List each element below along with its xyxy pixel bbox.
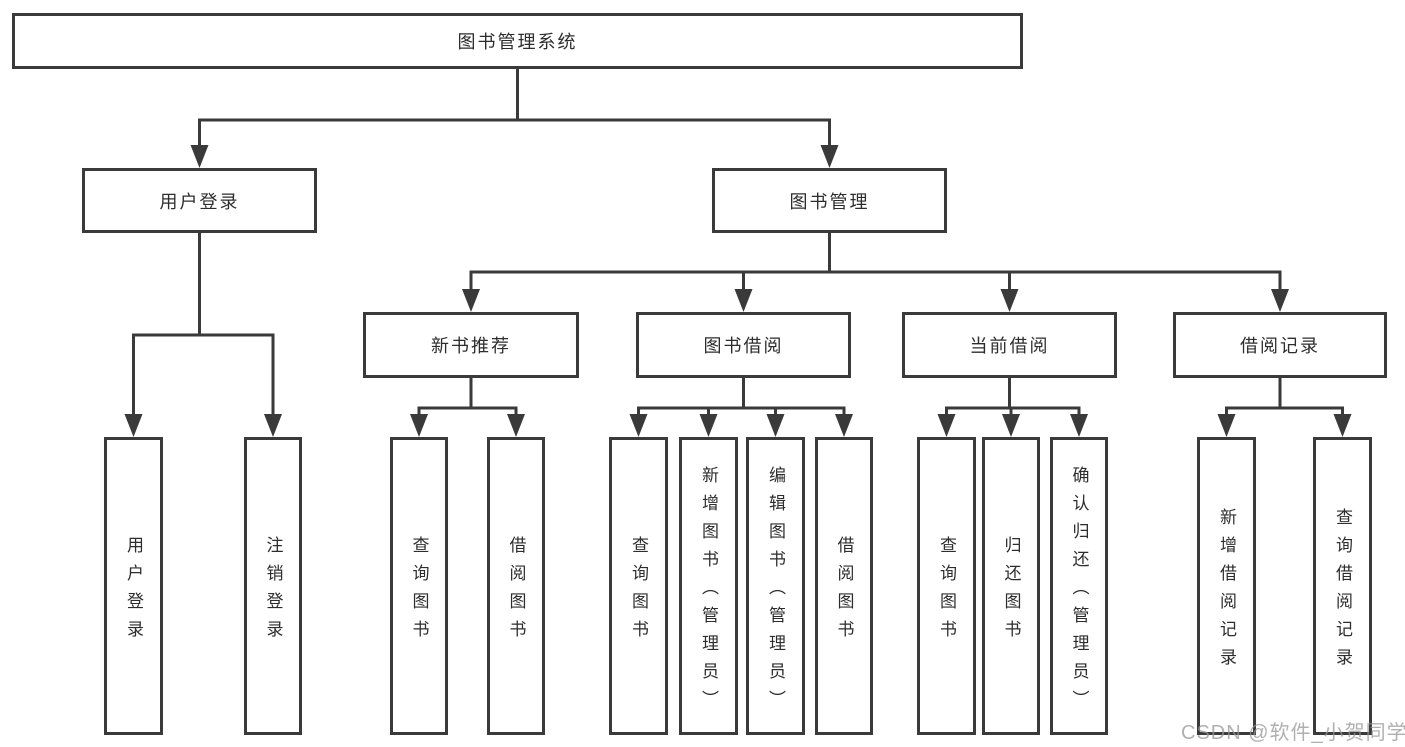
node-label: 用户登录 [124, 535, 143, 648]
node-user-login: 用户登录 [82, 168, 317, 233]
node-leaf-add-borrow-record: 新增借阅记录 [1197, 437, 1256, 735]
node-label: 归还图书 [1001, 535, 1021, 648]
node-label: 编辑图书（管理员） [766, 465, 785, 718]
arrowheads [124, 145, 1352, 437]
arrowhead [124, 414, 143, 437]
node-label: 图书管理 [789, 191, 870, 212]
node-book-borrowing: 图书借阅 [636, 312, 851, 378]
node-current-borrowing: 当前借阅 [902, 312, 1117, 378]
arrowhead [766, 414, 785, 437]
arrowhead [1217, 414, 1236, 437]
connector-path [132, 67, 1344, 416]
node-label: 借阅记录 [1240, 336, 1320, 356]
node-leaf-return-book: 归还图书 [982, 437, 1040, 735]
node-borrowing-records: 借阅记录 [1173, 312, 1387, 378]
arrowhead [820, 145, 839, 168]
arrowhead [1002, 414, 1020, 437]
arrowhead [190, 145, 209, 168]
arrowhead [734, 289, 753, 312]
node-label: 查询图书 [629, 535, 648, 648]
node-new-book-recommendation: 新书推荐 [363, 312, 579, 378]
node-label: 新增借阅记录 [1217, 507, 1236, 676]
csdn-watermark: CSDN @软件_小贺同学 [1181, 722, 1405, 744]
node-label: 查询图书 [937, 535, 956, 648]
node-label: 注销登录 [263, 535, 283, 648]
arrowhead [1271, 289, 1289, 312]
node-label: 借阅图书 [506, 535, 526, 648]
node-label: 新书推荐 [431, 336, 511, 356]
arrowhead [410, 414, 428, 437]
arrowhead [835, 414, 853, 437]
node-leaf-logout: 注销登录 [244, 437, 302, 735]
node-leaf-add-book-admin: 新增图书（管理员） [679, 437, 738, 735]
node-leaf-query-borrow-record: 查询借阅记录 [1313, 437, 1372, 735]
node-label: 新增图书（管理员） [699, 465, 718, 718]
node-label: 借阅图书 [834, 535, 854, 648]
arrowhead [629, 414, 648, 437]
node-label: 当前借阅 [969, 336, 1050, 356]
node-leaf-query-books-current: 查询图书 [917, 437, 976, 735]
node-leaf-confirm-return-admin: 确认归还（管理员） [1050, 437, 1108, 735]
node-label: 确认归还（管理员） [1069, 465, 1089, 718]
node-leaf-borrow-books-borrow: 借阅图书 [815, 437, 873, 735]
node-book-management: 图书管理 [712, 168, 947, 233]
node-label: 查询图书 [409, 535, 429, 648]
node-leaf-query-books-recommend: 查询图书 [390, 437, 448, 735]
arrowhead [1000, 289, 1019, 312]
arrowhead [507, 414, 525, 437]
node-label: 图书借阅 [703, 336, 784, 356]
node-label: 图书管理系统 [457, 32, 578, 52]
node-leaf-edit-book-admin: 编辑图书（管理员） [746, 437, 805, 735]
arrowhead [1333, 414, 1352, 437]
node-leaf-user-login: 用户登录 [104, 437, 163, 735]
node-label: 用户登录 [159, 191, 240, 212]
arrowhead [462, 289, 480, 312]
arrowhead [699, 414, 718, 437]
node-leaf-borrow-books-recommend: 借阅图书 [487, 437, 545, 735]
node-library-management-system: 图书管理系统 [12, 13, 1023, 69]
arrowhead [937, 414, 956, 437]
arrowhead [1070, 414, 1088, 437]
node-leaf-query-books-borrow: 查询图书 [609, 437, 668, 735]
arrowhead [264, 414, 282, 437]
node-label: 查询借阅记录 [1333, 507, 1352, 676]
